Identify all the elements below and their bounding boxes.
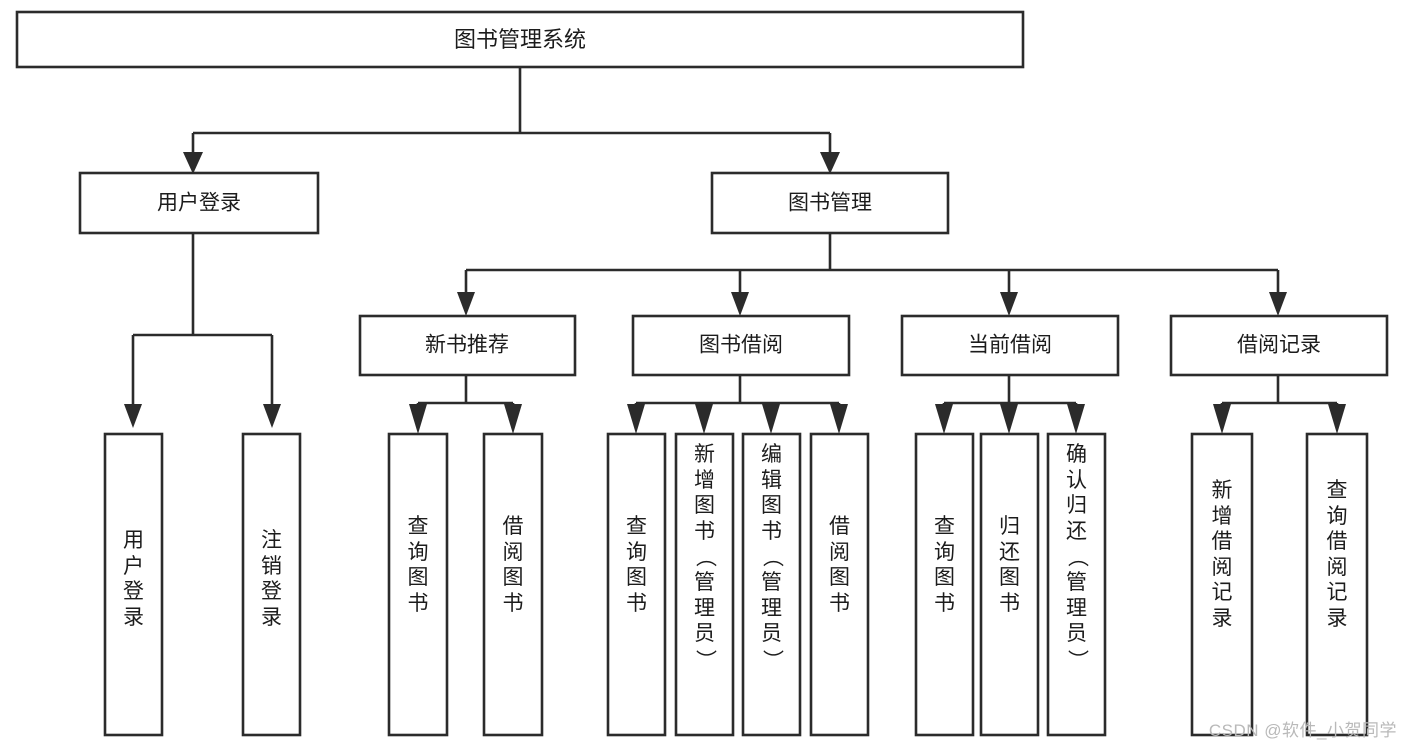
- node-new-book-rec-label: 新书推荐: [425, 334, 509, 357]
- node-new-book-rec[interactable]: 新书推荐: [358, 314, 577, 377]
- arrowhead-leaf-confirm-return: [1067, 404, 1085, 434]
- arrowhead-layer: [124, 152, 1346, 434]
- arrowhead-book-borrow: [731, 292, 749, 316]
- node-book-manage-label: 图书管理: [788, 192, 872, 215]
- node-leaf-query-book-2-box[interactable]: [606, 432, 667, 737]
- node-leaf-user-login-box[interactable]: [103, 432, 164, 737]
- arrowhead-leaf-query-book-1: [409, 404, 427, 434]
- arrowhead-leaf-user-login: [124, 404, 142, 428]
- arrowhead-leaf-query-record: [1328, 404, 1346, 434]
- arrowhead-book-manage: [820, 152, 840, 174]
- arrowhead-leaf-logout: [263, 404, 281, 428]
- node-root[interactable]: 图书管理系统: [15, 10, 1025, 69]
- arrowhead-leaf-query-book-3: [935, 404, 953, 434]
- node-borrow-record-box[interactable]: [1169, 314, 1389, 377]
- node-current-borrow-box[interactable]: [900, 314, 1120, 377]
- node-borrow-record[interactable]: 借阅记录: [1169, 314, 1389, 377]
- arrowhead-leaf-add-book: [695, 404, 713, 434]
- arrowhead-leaf-borrow-book-2: [830, 404, 848, 434]
- node-book-manage[interactable]: 图书管理: [710, 171, 950, 235]
- node-leaf-query-book-1-box[interactable]: [387, 432, 449, 737]
- node-new-book-rec-box[interactable]: [358, 314, 577, 377]
- node-book-borrow[interactable]: 图书借阅: [631, 314, 851, 377]
- arrowhead-borrow-record: [1269, 292, 1287, 316]
- node-layer: 图书管理系统 用户登录 图书管理 新书推荐 图书借阅: [15, 10, 1389, 737]
- node-leaf-return-book-box[interactable]: [979, 432, 1040, 737]
- node-book-borrow-box[interactable]: [631, 314, 851, 377]
- node-borrow-record-label: 借阅记录: [1237, 334, 1321, 357]
- node-leaf-query-record-box[interactable]: [1305, 432, 1369, 737]
- node-leaf-borrow-book-1-box[interactable]: [482, 432, 544, 737]
- node-leaf-query-book-3-box[interactable]: [914, 432, 975, 737]
- node-leaf-logout-box[interactable]: [241, 432, 302, 737]
- arrowhead-user-login: [183, 152, 203, 174]
- arrowhead-current-borrow: [1000, 292, 1018, 316]
- node-leaf-add-book-box[interactable]: [674, 432, 735, 737]
- node-user-login[interactable]: 用户登录: [78, 171, 320, 235]
- arrowhead-leaf-return-book: [1000, 404, 1018, 434]
- node-user-login-box[interactable]: [78, 171, 320, 235]
- node-current-borrow[interactable]: 当前借阅: [900, 314, 1120, 377]
- arrowhead-leaf-query-book-2: [627, 404, 645, 434]
- node-leaf-borrow-book-2-box[interactable]: [809, 432, 870, 737]
- node-root-box[interactable]: [15, 10, 1025, 69]
- arrowhead-leaf-edit-book: [762, 404, 780, 434]
- arrowhead-new-book-rec: [457, 292, 475, 316]
- node-book-manage-box[interactable]: [710, 171, 950, 235]
- node-leaf-add-record-box[interactable]: [1190, 432, 1254, 737]
- node-leaf-edit-book-box[interactable]: [741, 432, 802, 737]
- node-current-borrow-label: 当前借阅: [968, 334, 1052, 357]
- node-book-borrow-label: 图书借阅: [699, 334, 783, 357]
- node-leaf-confirm-return-box[interactable]: [1046, 432, 1107, 737]
- arrowhead-leaf-borrow-book-1: [504, 404, 522, 434]
- node-user-login-label: 用户登录: [157, 192, 241, 215]
- node-root-label: 图书管理系统: [454, 27, 586, 52]
- arrowhead-leaf-add-record: [1213, 404, 1231, 434]
